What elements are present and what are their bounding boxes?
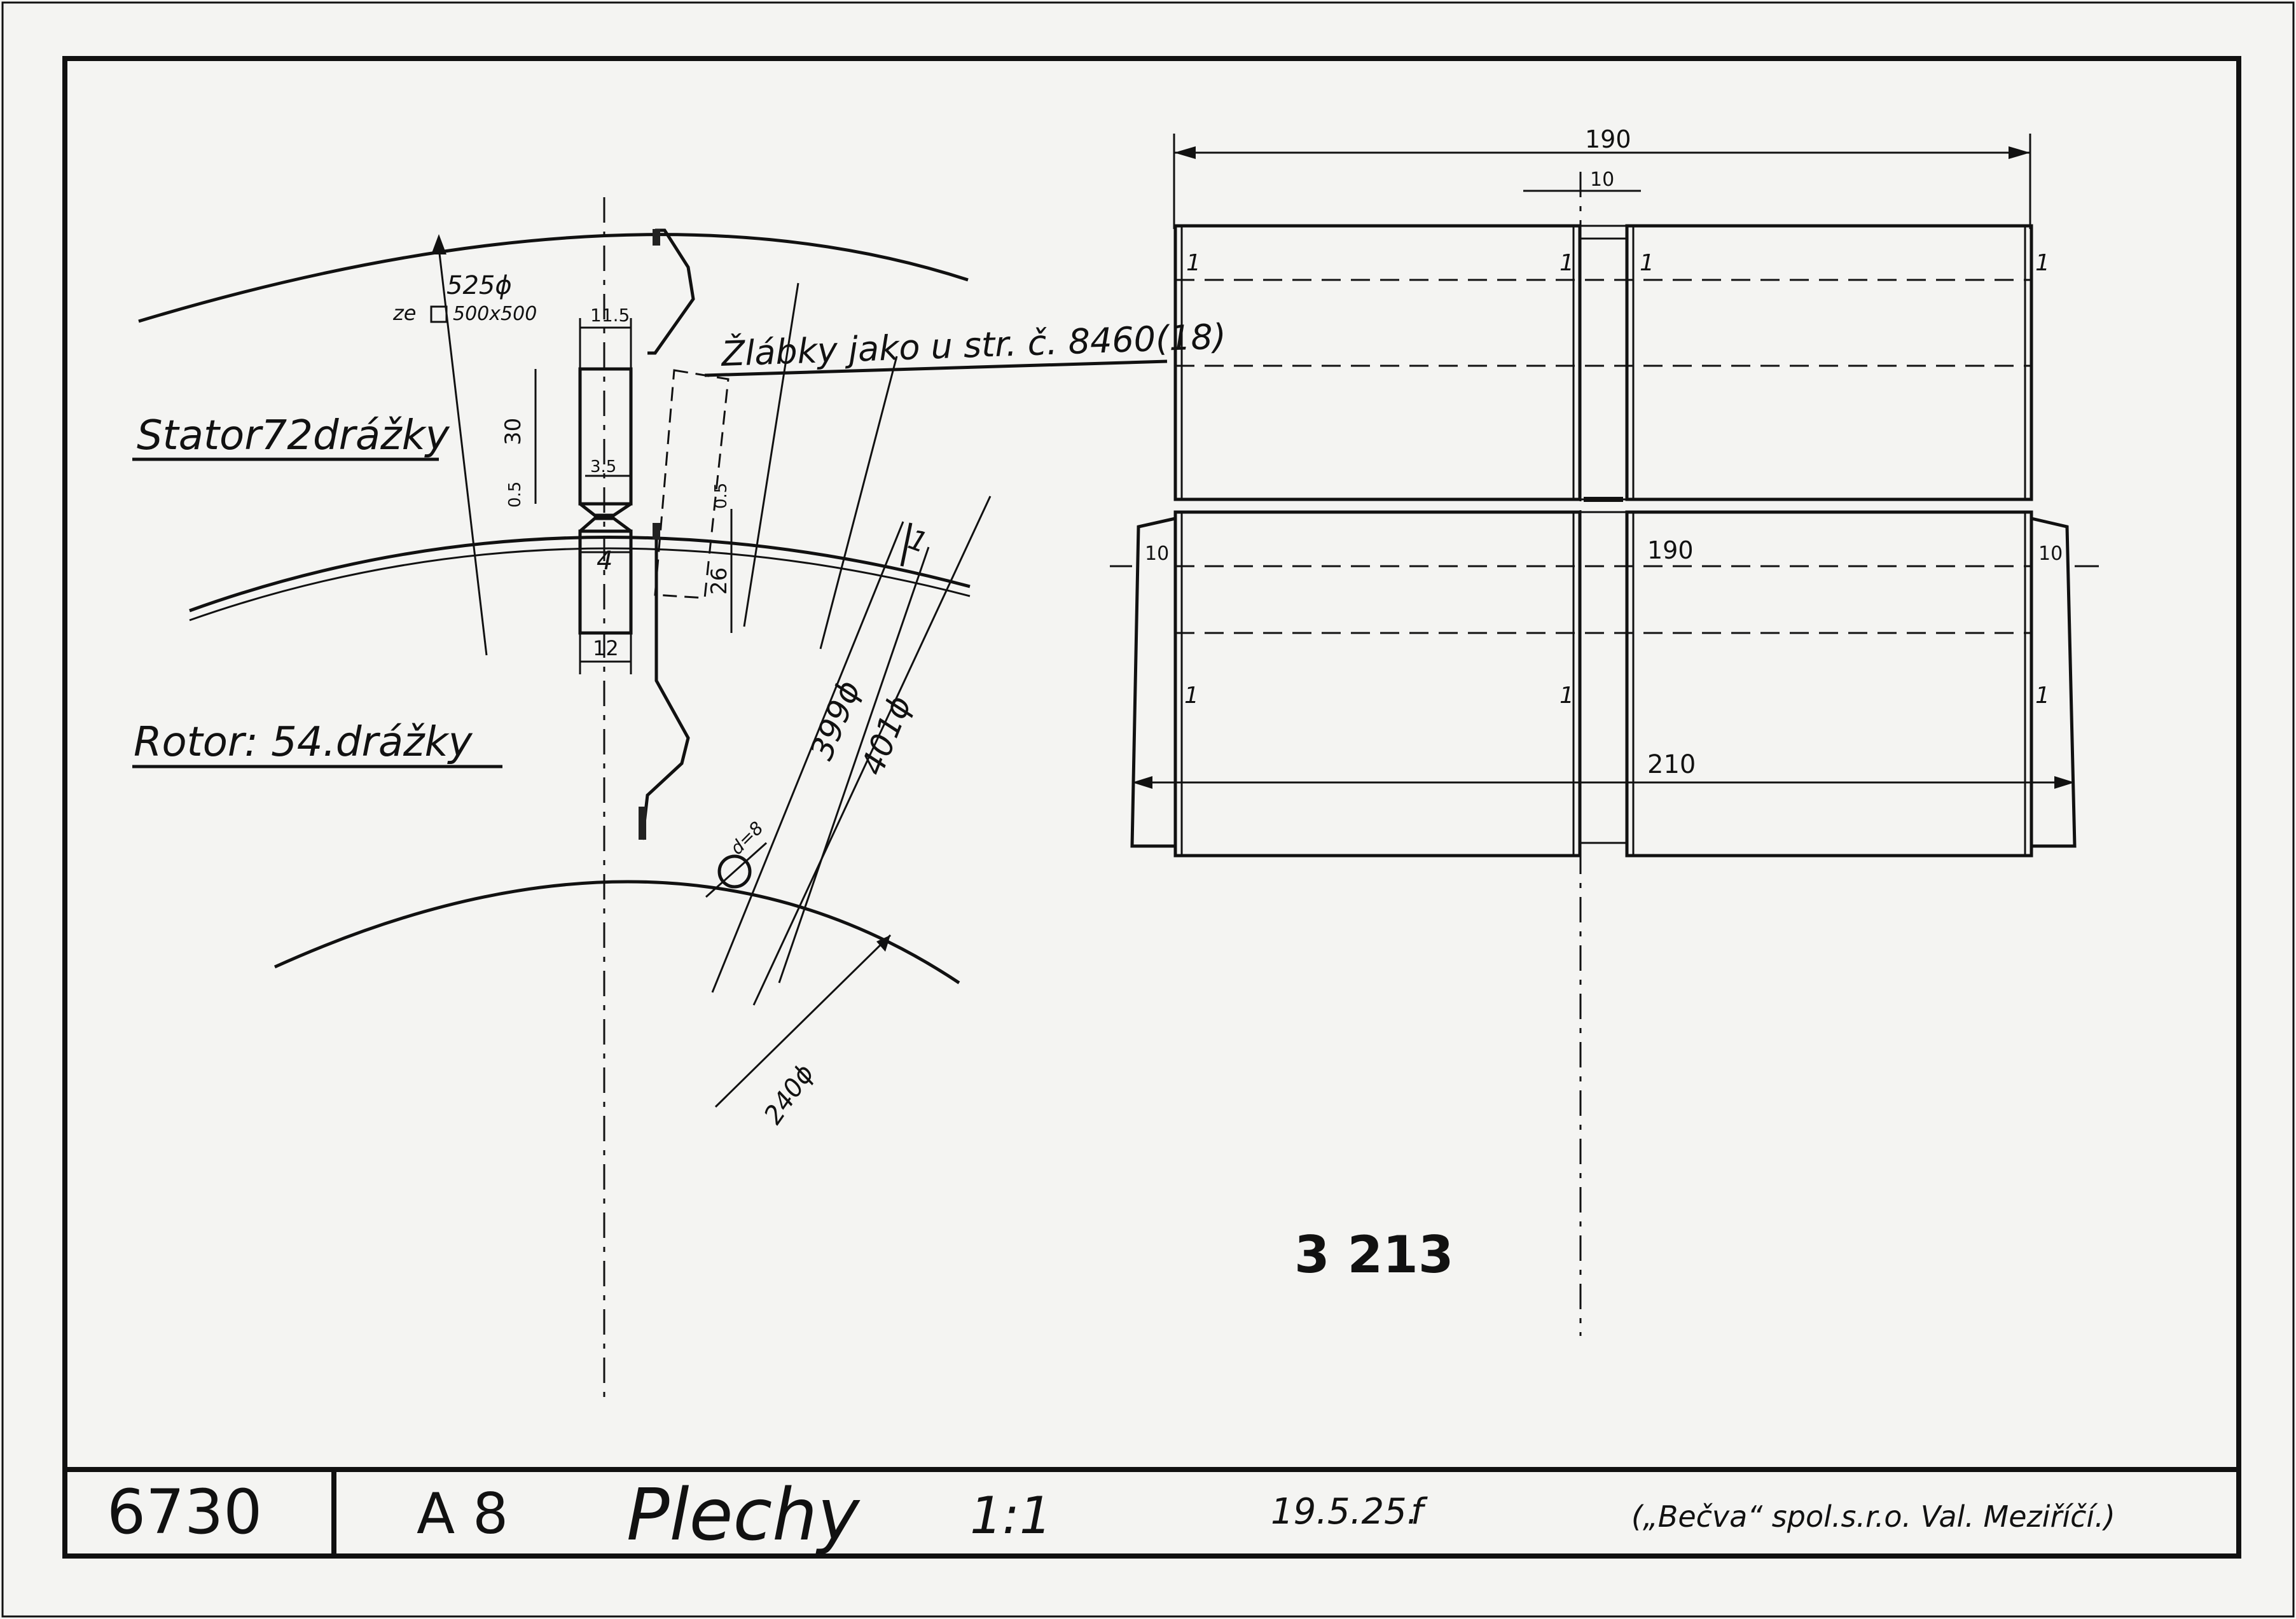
hole-d8-label: d=8 <box>726 817 768 859</box>
stator-bore-arc <box>189 536 971 613</box>
leader-399 <box>711 521 904 993</box>
company-name: („Bečva“ spol.s.r.o. Val. Meziříčí.) <box>1631 1499 2115 1534</box>
dim-10-left: 10 <box>1145 543 1169 565</box>
blank-diameter: 525ϕ <box>446 271 512 300</box>
radial-line-3 <box>752 496 992 1006</box>
drawing-name: Plechy <box>626 1474 861 1557</box>
dim-11-5: 11.5 <box>590 305 630 326</box>
hole-leader <box>705 842 768 898</box>
dashed-slot-outline <box>654 369 730 599</box>
stator-slot-opening <box>579 502 632 517</box>
dim-210: 210 <box>1647 750 1696 779</box>
arrow-190-r <box>2009 146 2030 159</box>
drafter-initials: f <box>1411 1491 1428 1532</box>
dim-1-g: 1 <box>2035 683 2050 709</box>
top-center-strip <box>1579 225 1628 501</box>
dim-10-right: 10 <box>2038 543 2063 565</box>
top-left-sheet <box>1173 224 1582 501</box>
sheet-layout-view <box>1110 134 2099 1336</box>
rotor-slot-opening <box>579 517 632 533</box>
dim-240-dia: 240ϕ <box>759 1059 820 1130</box>
hatch-mark-1 <box>653 229 660 246</box>
drawing-number: 6730 <box>107 1477 262 1548</box>
stator-slot <box>578 367 633 506</box>
dim-26: 26 <box>707 567 732 595</box>
drawing-frame <box>62 56 2241 1559</box>
dim-1-c: 1 <box>1640 250 1654 276</box>
dim-10-top: 10 <box>1590 169 1614 191</box>
paper-format: A 8 <box>417 1481 508 1546</box>
lamination-view <box>132 197 1168 1406</box>
hatch-mark-2 <box>653 523 660 539</box>
arrow-190-l <box>1174 146 1196 159</box>
blank-size: 500x500 <box>453 303 537 325</box>
dim-1-d: 1 <box>2035 250 2050 276</box>
stator-label: Stator72drážky <box>137 412 450 459</box>
dim-0-5-right: 0.5 <box>712 483 731 509</box>
rotor-outer-arc <box>189 547 971 622</box>
arrow-240 <box>876 935 890 952</box>
arrow-210-l <box>1132 776 1152 789</box>
dim-3-5: 3.5 <box>590 457 616 476</box>
dim-4: 4 <box>597 546 612 576</box>
square-symbol <box>430 305 448 323</box>
archive-stamp: 3 213 <box>1294 1225 1454 1284</box>
leader-401 <box>778 546 930 983</box>
dim-190-top: 190 <box>1585 125 1631 153</box>
drawing-date: 19.5.25. <box>1271 1491 1418 1532</box>
leader-240 <box>714 934 892 1108</box>
note-underline <box>704 359 1168 377</box>
section-line-upper <box>647 228 695 355</box>
gap-arrow <box>900 522 913 567</box>
dim-0-5-left: 0.5 <box>506 482 525 508</box>
rotor-slot <box>578 529 633 635</box>
radial-line-1 <box>743 282 799 627</box>
top-right-sheet <box>1625 224 2033 501</box>
arrow-210-r <box>2054 776 2075 789</box>
dim-190-mid: 190 <box>1647 536 1694 564</box>
hole-d8 <box>717 854 752 889</box>
inner-arc-240 <box>273 880 960 985</box>
left-side-tab <box>1130 517 1176 848</box>
arrow-525 <box>431 234 446 254</box>
dim-1-b: 1 <box>1559 250 1574 276</box>
slots-note: Žlábky jako u str. č. 8460(18) <box>719 316 1227 374</box>
dim-1-f: 1 <box>1559 683 1574 709</box>
outer-arc-525 <box>138 233 969 323</box>
section-line-lower <box>640 523 690 840</box>
drawing-scale: 1:1 <box>970 1486 1052 1545</box>
radial-line-2 <box>819 356 898 650</box>
dim-1-a: 1 <box>1186 250 1201 276</box>
rotor-label: Rotor: 54.drážky <box>134 719 473 766</box>
blank-from-label: ze <box>392 301 416 325</box>
right-side-tab <box>2031 517 2077 848</box>
dim-30: 30 <box>501 418 526 445</box>
dim-12: 12 <box>593 636 619 660</box>
hatch-mark-3 <box>639 807 646 840</box>
bottom-left-sheet <box>1173 510 1582 858</box>
dim-1-e: 1 <box>1184 683 1199 709</box>
bottom-center-strip <box>1579 511 1628 844</box>
